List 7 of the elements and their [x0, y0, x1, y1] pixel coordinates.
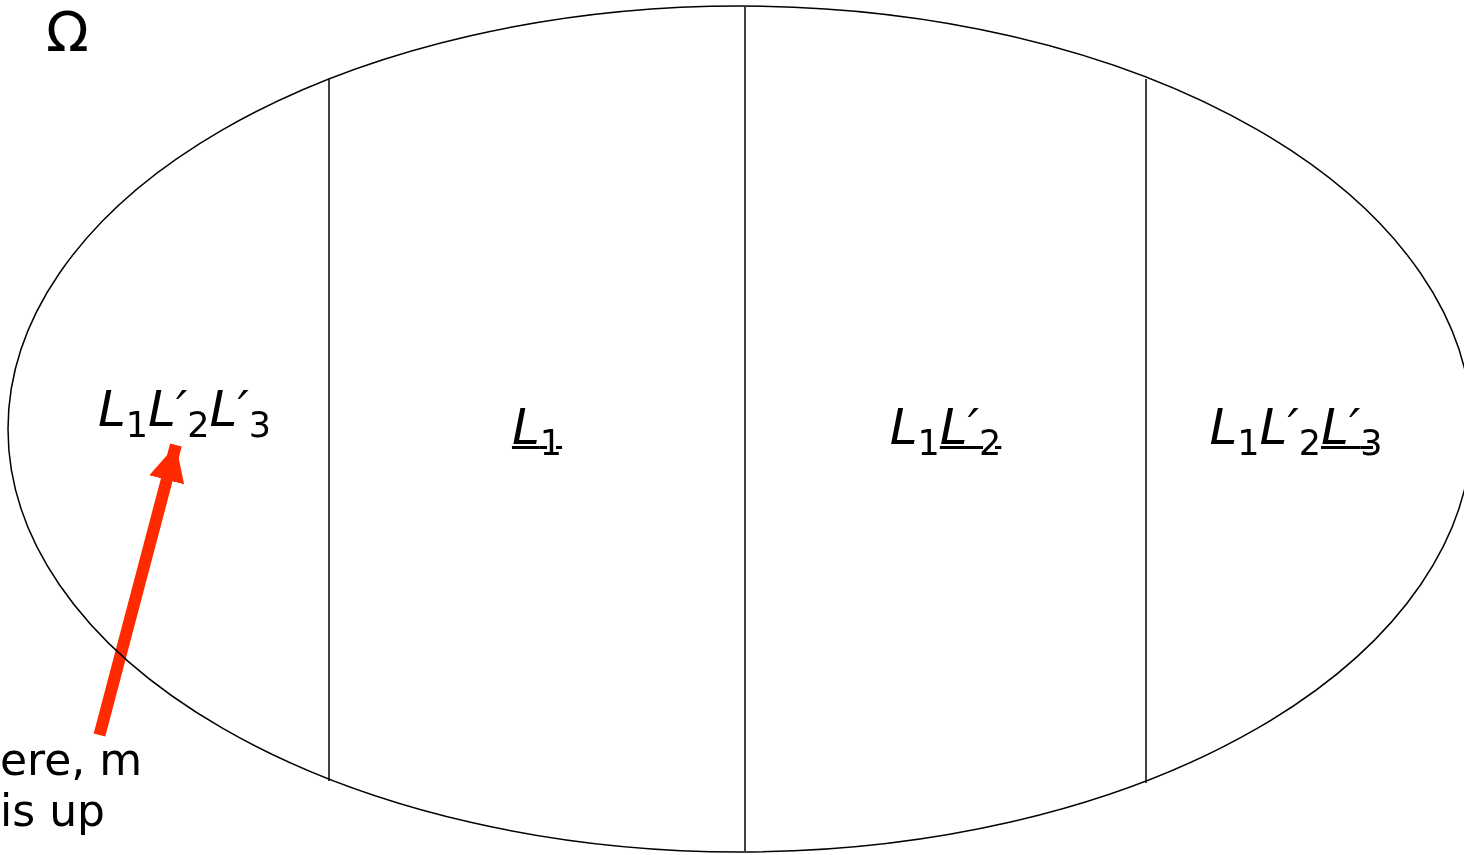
- event-label: L$_{1}$: [511, 397, 563, 463]
- event-label: L$_{1}$L′$_{2}$: [889, 397, 1002, 463]
- annotation-text: ere, m is up: [0, 735, 170, 845]
- event-label: L$_{1}$L′$_{2}$L′$_{3}$: [97, 380, 272, 445]
- event-label: L$_{1}$L′$_{2}$L′$_{3}$: [1209, 397, 1383, 463]
- arrow: [93, 443, 185, 737]
- sample-space-label: Ω: [46, 4, 89, 60]
